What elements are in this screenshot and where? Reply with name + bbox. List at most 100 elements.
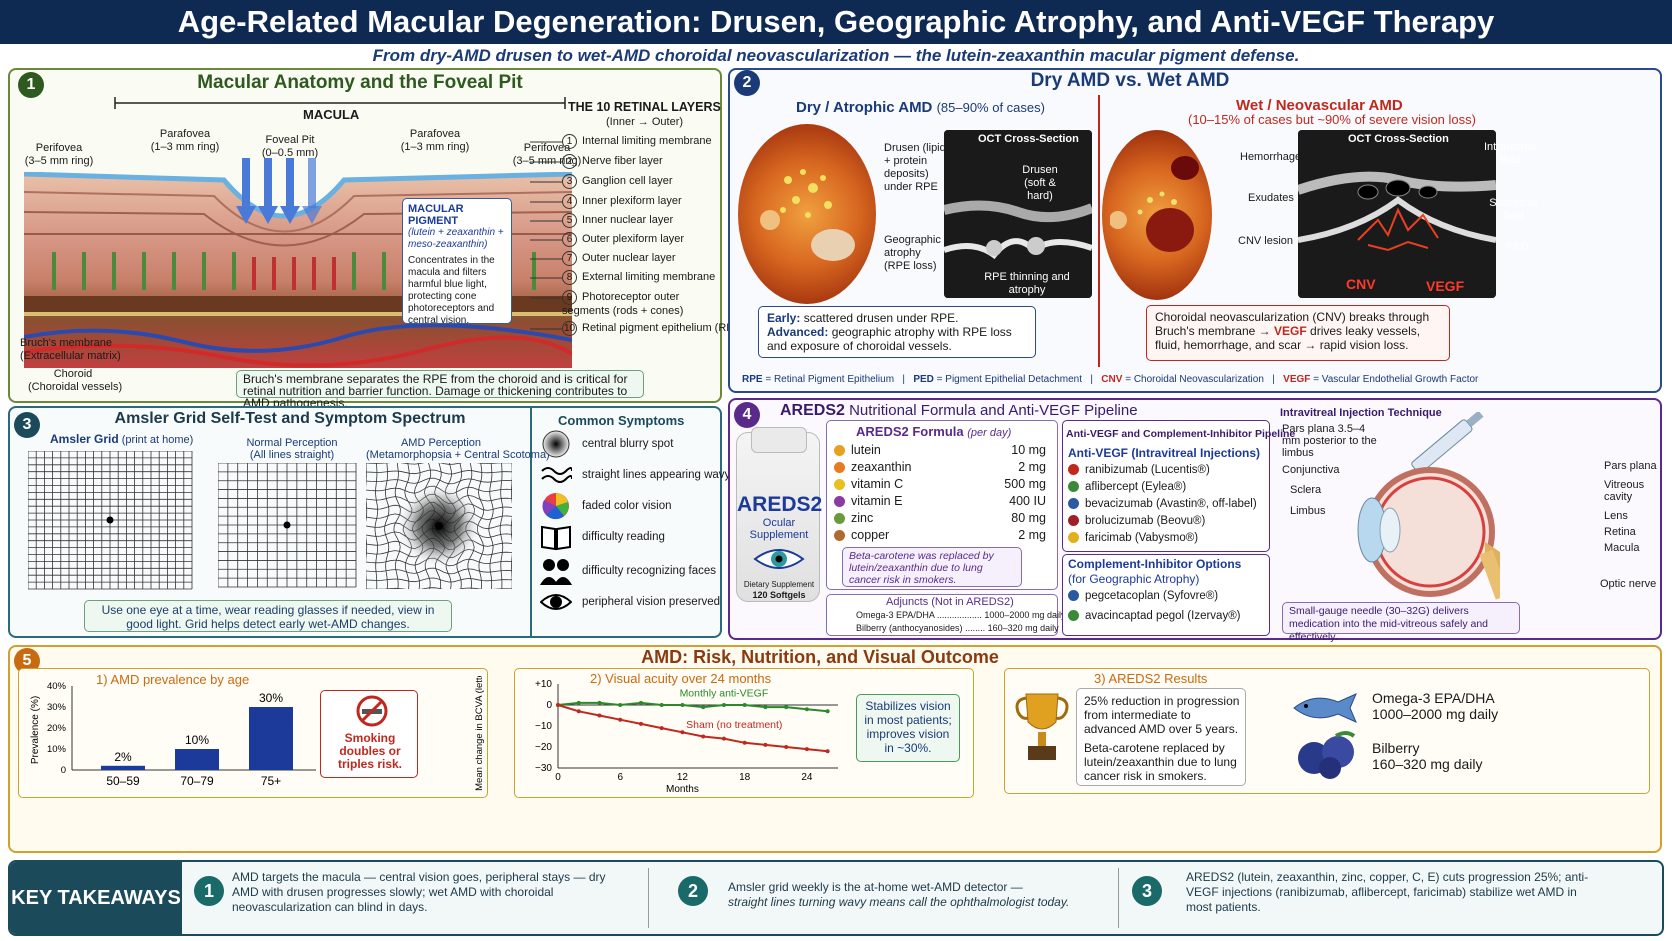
wet-amd-note: Choroidal neovascularization (CNV) break… [1146,305,1450,361]
dry-oct-title: OCT Cross-Section [978,133,1079,145]
series-point [825,749,830,754]
blue-light-arrows-icon [236,158,322,224]
series-point [638,700,643,705]
drug-faricimab: faricimab (Vabysmo®) [1068,532,1198,544]
panel-number-4: 4 [734,402,760,428]
faces-icon [540,559,572,585]
symptom-color-vision: faded color vision [540,492,672,520]
x-tick-label: 12 [677,772,689,783]
series-point [763,705,768,710]
series-point [825,709,830,714]
injection-sub: Pars plana 3.5–4 mm posterior to the lim… [1282,423,1377,459]
y-tick-label: 40% [47,681,67,692]
macula-bracket [114,97,566,109]
takeaway-divider-2 [1118,868,1119,928]
dry-drusen-label: Drusen (lipid + protein deposits) under … [884,142,946,193]
takeaway-number-3: 3 [1132,876,1162,906]
abbreviation-legend: RPE = Retinal Pigment Epithelium | PED =… [742,374,1479,385]
dry-oct-image [944,130,1092,298]
acuity-line-chart: Mean change in BCVA (letters)+100−10−20−… [474,676,838,795]
bar-value-label: 10% [185,733,209,747]
results-text-box [1076,688,1246,786]
prevalence-chart-title: 1) AMD prevalence by age [96,672,250,687]
series-point [680,730,685,735]
bilberry-name: Bilberry [1372,740,1420,756]
series-point [742,703,747,707]
complement-title: Complement-Inhibitor Options [1068,557,1242,571]
panel-number-2: 2 [734,70,760,96]
pipeline-title: Anti-VEGF and Complement-Inhibitor Pipel… [1066,428,1296,440]
x-axis-label: Months [666,784,699,795]
symptom-reading: difficulty reading [540,523,665,551]
panel-number-1: 1 [18,72,44,98]
wet-cnv-label: CNV lesion [1238,235,1294,247]
series-label: Sham (no treatment) [686,719,782,731]
results-title: 3) AREDS2 Results [1094,671,1208,686]
series-point [659,726,664,731]
dry-ga-label: Geographic atrophy (RPE loss) [884,234,941,272]
blueberry-icon [1298,731,1356,779]
supplement-bottle: AREDS2 Ocular Supplement Dietary Supplem… [736,427,822,602]
series-point [618,717,623,722]
beta-carotene-note: Beta-carotene was replaced by lutein/zea… [842,547,1022,587]
takeaway-number-2: 2 [678,876,708,906]
trophy-icon [1015,693,1069,760]
retinal-layers-title: THE 10 RETINAL LAYERS [568,100,721,114]
wet-exudates-label: Exudates [1248,192,1294,204]
series-point [784,745,789,749]
bar-70–79 [175,749,219,770]
series-point [597,713,602,718]
region-parafovea-right: Parafovea(1–3 mm ring) [400,128,470,153]
bottle-foot2: 120 Softgels [752,590,806,600]
bar-75+ [249,707,293,770]
takeaway-divider-1 [648,868,649,928]
antivegf-pipeline-box [1062,420,1270,552]
drug-aflibercept: aflibercept (Eylea®) [1068,481,1186,493]
y-axis-label: Mean change in BCVA (letters) [474,676,485,791]
dry-wet-divider [1098,95,1100,367]
choroid-label: Choroid(Choroidal vessels) [28,368,123,393]
bottle-line1: Ocular [762,517,796,529]
x-tick-label: 18 [739,772,751,783]
panel-number-3: 3 [14,412,40,438]
wet-oct-ped-label: PED [1506,241,1529,253]
wet-hemorrhage-label: Hemorrhage [1240,151,1302,163]
eye-label-sclera: Sclera [1290,484,1322,496]
x-tick-label: 70–79 [180,774,214,788]
series-point [556,703,560,707]
macula-label: MACULA [300,107,363,122]
wet-oct-vegf-label: VEGF [1426,278,1465,294]
smoking-note: Smoking doubles or triples risk. [337,731,403,771]
eye-label-macula: Macula [1604,542,1640,554]
complement-sub: (for Geographic Atrophy) [1068,572,1200,586]
y-tick-label: +10 [535,679,552,690]
normal-perception-title: Normal Perception(All lines straight) [246,437,338,461]
series-point [659,703,664,707]
bilberry-dose: 160–320 mg daily [1372,756,1483,772]
wet-oct-title: OCT Cross-Section [1348,133,1449,145]
series-point [721,736,726,741]
eye-label-vitreous: Vitreous cavity [1604,479,1645,503]
color-wheel-icon [542,493,569,520]
wavy-lines-icon [541,467,572,483]
wet-lesions [1110,156,1199,252]
series-label: Monthly anti-VEGF [680,688,769,700]
adjunct-bilberry: Bilberry (anthocyanosides) ........ 160–… [856,623,1059,633]
eye-icon [540,594,572,610]
complement-box [1062,554,1270,636]
series-point [638,721,643,726]
bar-value-label: 2% [114,750,132,764]
takeaway-number-1: 1 [194,876,224,906]
symptom-faces: difficulty recognizing faces [540,557,716,585]
series-line-1 [557,704,828,753]
fixation-dot [106,516,114,524]
panel2-title: Dry AMD vs. Wet AMD [1030,70,1230,91]
region-parafovea-left: Parafovea(1–3 mm ring) [150,128,220,153]
series-point [701,705,706,710]
